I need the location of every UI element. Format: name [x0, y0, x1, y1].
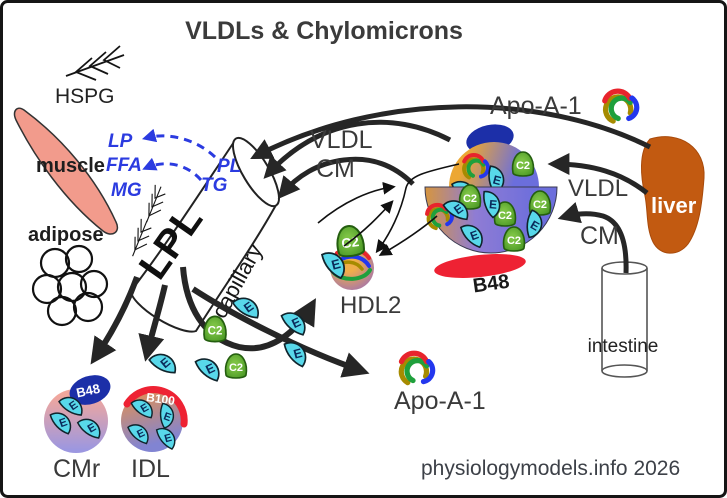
lp-label: LP: [108, 131, 133, 152]
liver-vldl-arrow: [547, 153, 649, 195]
vldl-to-capillary-arrow: [263, 119, 452, 179]
apo-c2-icon: [511, 151, 535, 177]
apo-a1-top-label: Apo-A-1: [490, 92, 582, 120]
ffa-label: FFA: [106, 155, 142, 176]
cm-intestine-label: CM: [580, 222, 619, 250]
capillary-to-apo-a1-arrow: [191, 286, 370, 378]
hdl2-label: HDL2: [340, 292, 401, 319]
apo-a1-bottom-label: Apo-A-1: [394, 387, 486, 415]
mg-label: MG: [111, 180, 142, 201]
liver-shape: [641, 136, 705, 254]
cm-to-capillary-arrow: [277, 156, 415, 200]
pl-label: PL: [217, 156, 241, 177]
cmr-particle: B48: [44, 375, 111, 453]
muscle-label: muscle: [36, 155, 105, 177]
page-title: VLDLs & Chylomicrons: [185, 17, 463, 45]
adipose-cells-icon: [31, 244, 109, 327]
tg-label: TG: [201, 175, 228, 196]
cmr-label: CMr: [53, 455, 100, 483]
apo-c2-icon: [224, 353, 248, 379]
capillary-to-cmr-arrow: [90, 275, 140, 365]
tg-to-ffa-arrow: [142, 157, 203, 182]
hdl2-to-cm-transfer-arrow: [343, 200, 394, 247]
particle-to-hdl2-transfer-arrow: [375, 163, 460, 254]
idl-label: IDL: [131, 455, 170, 483]
cmr-b48-label: B48: [75, 381, 101, 401]
idl-particle: B100: [121, 386, 188, 453]
b48-band: [434, 254, 526, 278]
apo-c2-icon: [502, 226, 526, 252]
adipose-label: adipose: [28, 224, 104, 246]
cmr-b48-cap: [69, 375, 111, 405]
large-lipoprotein-particle: B48: [425, 124, 558, 298]
capillary-to-idl-arrow: [138, 284, 168, 362]
apo-a1-return-arrow: [250, 104, 652, 160]
b48-label: B48: [471, 271, 510, 298]
hdl2-to-cm-transfer-arrow: [317, 181, 396, 224]
pl-to-lp-arrow: [142, 128, 217, 159]
intestine-cm-arrow: [557, 202, 629, 274]
hspg-label: HSPG: [55, 85, 115, 108]
muscle-shape: [13, 107, 119, 235]
liver-label: liver: [651, 193, 697, 218]
cm-mid-label: CM: [316, 155, 355, 183]
hdl2-particle: [320, 223, 374, 290]
apo-c2-icon: [203, 315, 227, 343]
idl-b100-label: B100: [145, 390, 176, 408]
vldl-liver-label: VLDL: [568, 175, 628, 202]
vldl-mid-label: VLDL: [310, 126, 373, 154]
idl-b100-arc: [123, 386, 188, 428]
particle-to-hdl2-transfer-arrow: [378, 215, 438, 256]
intestine-label: intestine: [588, 336, 659, 357]
footer-credit: physiologymodels.info 2026: [421, 457, 680, 480]
